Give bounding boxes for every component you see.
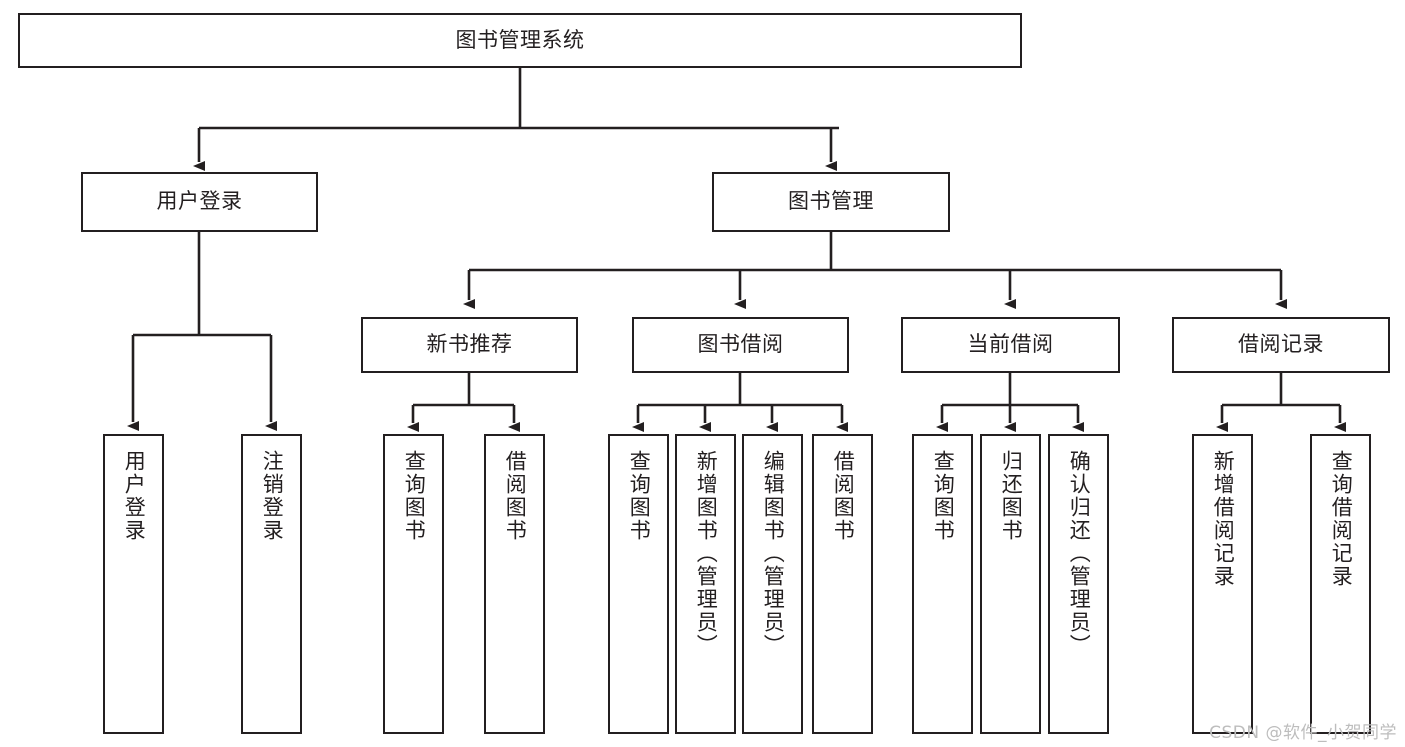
leaf-edit-book-admin[interactable]: 编辑图书（管理员） <box>742 434 803 734</box>
node-book-borrow-label: 图书借阅 <box>697 332 784 357</box>
leaf-query-book-borrow-label: 查询图书 <box>627 450 652 542</box>
node-root-label: 图书管理系统 <box>455 27 585 52</box>
node-current-borrow[interactable]: 当前借阅 <box>901 317 1120 373</box>
leaf-logout-login[interactable]: 注销登录 <box>241 434 302 734</box>
leaf-borrow-book-label: 借阅图书 <box>831 450 856 542</box>
node-user-login[interactable]: 用户登录 <box>81 172 318 232</box>
node-user-login-label: 用户登录 <box>156 189 243 214</box>
leaf-user-login[interactable]: 用户登录 <box>103 434 164 734</box>
leaf-confirm-return-admin[interactable]: 确认归还（管理员） <box>1048 434 1109 734</box>
leaf-query-borrow-record-label: 查询借阅记录 <box>1329 450 1354 588</box>
leaf-query-book-recommend-label: 查询图书 <box>402 450 427 542</box>
node-book-management[interactable]: 图书管理 <box>712 172 950 232</box>
leaf-borrow-book[interactable]: 借阅图书 <box>812 434 873 734</box>
node-current-borrow-label: 当前借阅 <box>967 332 1054 357</box>
leaf-edit-book-admin-label: 编辑图书（管理员） <box>761 450 786 657</box>
leaf-query-book-borrow[interactable]: 查询图书 <box>608 434 669 734</box>
leaf-logout-login-label: 注销登录 <box>260 450 285 542</box>
leaf-query-borrow-record[interactable]: 查询借阅记录 <box>1310 434 1371 734</box>
leaf-add-borrow-record[interactable]: 新增借阅记录 <box>1192 434 1253 734</box>
leaf-return-book-label: 归还图书 <box>999 450 1024 542</box>
node-root[interactable]: 图书管理系统 <box>18 13 1022 68</box>
leaf-borrow-book-recommend-label: 借阅图书 <box>503 450 528 542</box>
leaf-user-login-label: 用户登录 <box>122 450 147 542</box>
leaf-return-book[interactable]: 归还图书 <box>980 434 1041 734</box>
leaf-borrow-book-recommend[interactable]: 借阅图书 <box>484 434 545 734</box>
leaf-confirm-return-admin-label: 确认归还（管理员） <box>1067 450 1092 657</box>
watermark-text: CSDN @软件_小贺同学 <box>1209 723 1397 743</box>
leaf-add-book-admin-label: 新增图书（管理员） <box>694 450 719 657</box>
leaf-query-book-current-label: 查询图书 <box>931 450 956 542</box>
leaf-add-book-admin[interactable]: 新增图书（管理员） <box>675 434 736 734</box>
node-new-book-recommend[interactable]: 新书推荐 <box>361 317 578 373</box>
node-book-management-label: 图书管理 <box>788 189 874 214</box>
node-borrow-record-label: 借阅记录 <box>1238 332 1324 357</box>
node-book-borrow[interactable]: 图书借阅 <box>632 317 849 373</box>
leaf-add-borrow-record-label: 新增借阅记录 <box>1211 450 1236 588</box>
node-borrow-record[interactable]: 借阅记录 <box>1172 317 1390 373</box>
leaf-query-book-current[interactable]: 查询图书 <box>912 434 973 734</box>
node-new-book-recommend-label: 新书推荐 <box>426 332 513 357</box>
leaf-query-book-recommend[interactable]: 查询图书 <box>383 434 444 734</box>
